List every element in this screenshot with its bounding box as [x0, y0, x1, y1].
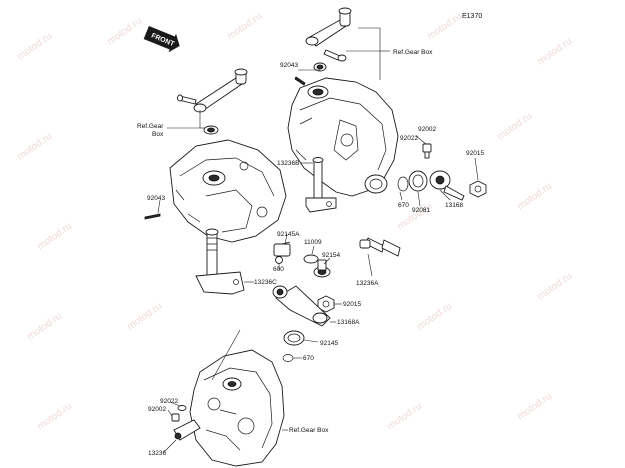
- label-92022-right[interactable]: 92022: [400, 135, 418, 142]
- label-92043-top[interactable]: 92043: [280, 62, 298, 69]
- watermark: motod.ru: [385, 401, 424, 433]
- label-13236A[interactable]: 13236A: [356, 280, 379, 287]
- label-13236[interactable]: 13236: [148, 450, 166, 457]
- gear-box-housing-bottom: [189, 349, 285, 467]
- label-92015-mid[interactable]: 92015: [343, 301, 361, 308]
- oring-670-right: [397, 176, 409, 192]
- watermark: motod.ru: [515, 181, 554, 213]
- watermark: motod.ru: [15, 131, 54, 163]
- diagram-code: E1370: [462, 13, 482, 20]
- label-92002-bottom[interactable]: 92002: [148, 406, 166, 413]
- label-92154[interactable]: 92154: [322, 252, 340, 259]
- bolt-92002-bottom: [171, 413, 180, 422]
- label-13168A[interactable]: 13168A: [337, 319, 360, 326]
- watermark-layer: motod.ru motod.ru motod.ru motod.ru moto…: [15, 11, 574, 433]
- gear-box-housing-right: [287, 77, 399, 197]
- nut-92015-right: [469, 180, 487, 198]
- label-92081[interactable]: 92081: [412, 207, 430, 214]
- watermark: motod.ru: [105, 16, 144, 48]
- label-670-right[interactable]: 670: [398, 202, 409, 209]
- label-92043-left[interactable]: 92043: [147, 195, 165, 202]
- switch-13236: [173, 419, 201, 441]
- ref-gear-box-label-left-line1[interactable]: Ref.Gear: [137, 123, 164, 130]
- front-arrow-icon: FRONT: [143, 26, 180, 53]
- label-13236B[interactable]: 13236B: [277, 160, 299, 167]
- watermark: motod.ru: [125, 301, 164, 333]
- watermark: motod.ru: [15, 31, 54, 63]
- shaft-13236B: [305, 157, 337, 213]
- label-11009[interactable]: 11009: [304, 239, 322, 246]
- lever-13168: [429, 170, 465, 201]
- gear-box-housing-left: [169, 139, 287, 243]
- washer-92022-bottom: [177, 405, 187, 411]
- label-92145[interactable]: 92145: [320, 340, 338, 347]
- ball-600: [275, 256, 283, 264]
- label-92022-bottom[interactable]: 92022: [160, 398, 178, 405]
- watermark: motod.ru: [35, 401, 74, 433]
- ref-gear-box-label-bottom[interactable]: Ref.Gear Box: [289, 427, 329, 434]
- watermark: motod.ru: [535, 271, 574, 303]
- label-92002-right[interactable]: 92002: [418, 126, 436, 133]
- label-13168[interactable]: 13168: [445, 202, 463, 209]
- leader-lines: [157, 27, 479, 453]
- watermark: motod.ru: [225, 11, 264, 43]
- pin-92043: [144, 76, 306, 220]
- gasket-11009: [303, 254, 319, 264]
- lever-13168A: [272, 285, 331, 327]
- watermark: motod.ru: [415, 301, 454, 333]
- washer-92145: [283, 330, 305, 346]
- label-92145A[interactable]: 92145A: [277, 231, 300, 238]
- watermark: motod.ru: [25, 311, 64, 343]
- seal-92081: [408, 170, 428, 192]
- label-92015-right[interactable]: 92015: [466, 150, 484, 157]
- ref-gear-box-label-left-line2[interactable]: Box: [152, 131, 164, 138]
- ref-gear-box-label-top[interactable]: Ref.Gear Box: [393, 49, 433, 56]
- label-600[interactable]: 600: [273, 266, 284, 273]
- watermark: motod.ru: [515, 391, 554, 423]
- bolt-92154: [313, 259, 331, 278]
- shift-arm-upper-right: [305, 7, 352, 72]
- bolt-92002-right: [422, 143, 432, 159]
- spring-92145A: [273, 241, 291, 257]
- shaft-13236C: [195, 228, 245, 295]
- shift-arm-left: [177, 68, 248, 135]
- rod-13236A: [359, 237, 401, 257]
- watermark: motod.ru: [425, 11, 464, 43]
- oring-670-bottom: [282, 354, 294, 362]
- label-13236C[interactable]: 13236C: [254, 279, 277, 286]
- label-670-bottom[interactable]: 670: [303, 355, 314, 362]
- watermark: motod.ru: [495, 111, 534, 143]
- part-labels: Ref.Gear Box 92043 Ref.Gear Box 92043 92…: [137, 49, 484, 457]
- watermark: motod.ru: [35, 221, 74, 253]
- watermark: motod.ru: [535, 36, 574, 68]
